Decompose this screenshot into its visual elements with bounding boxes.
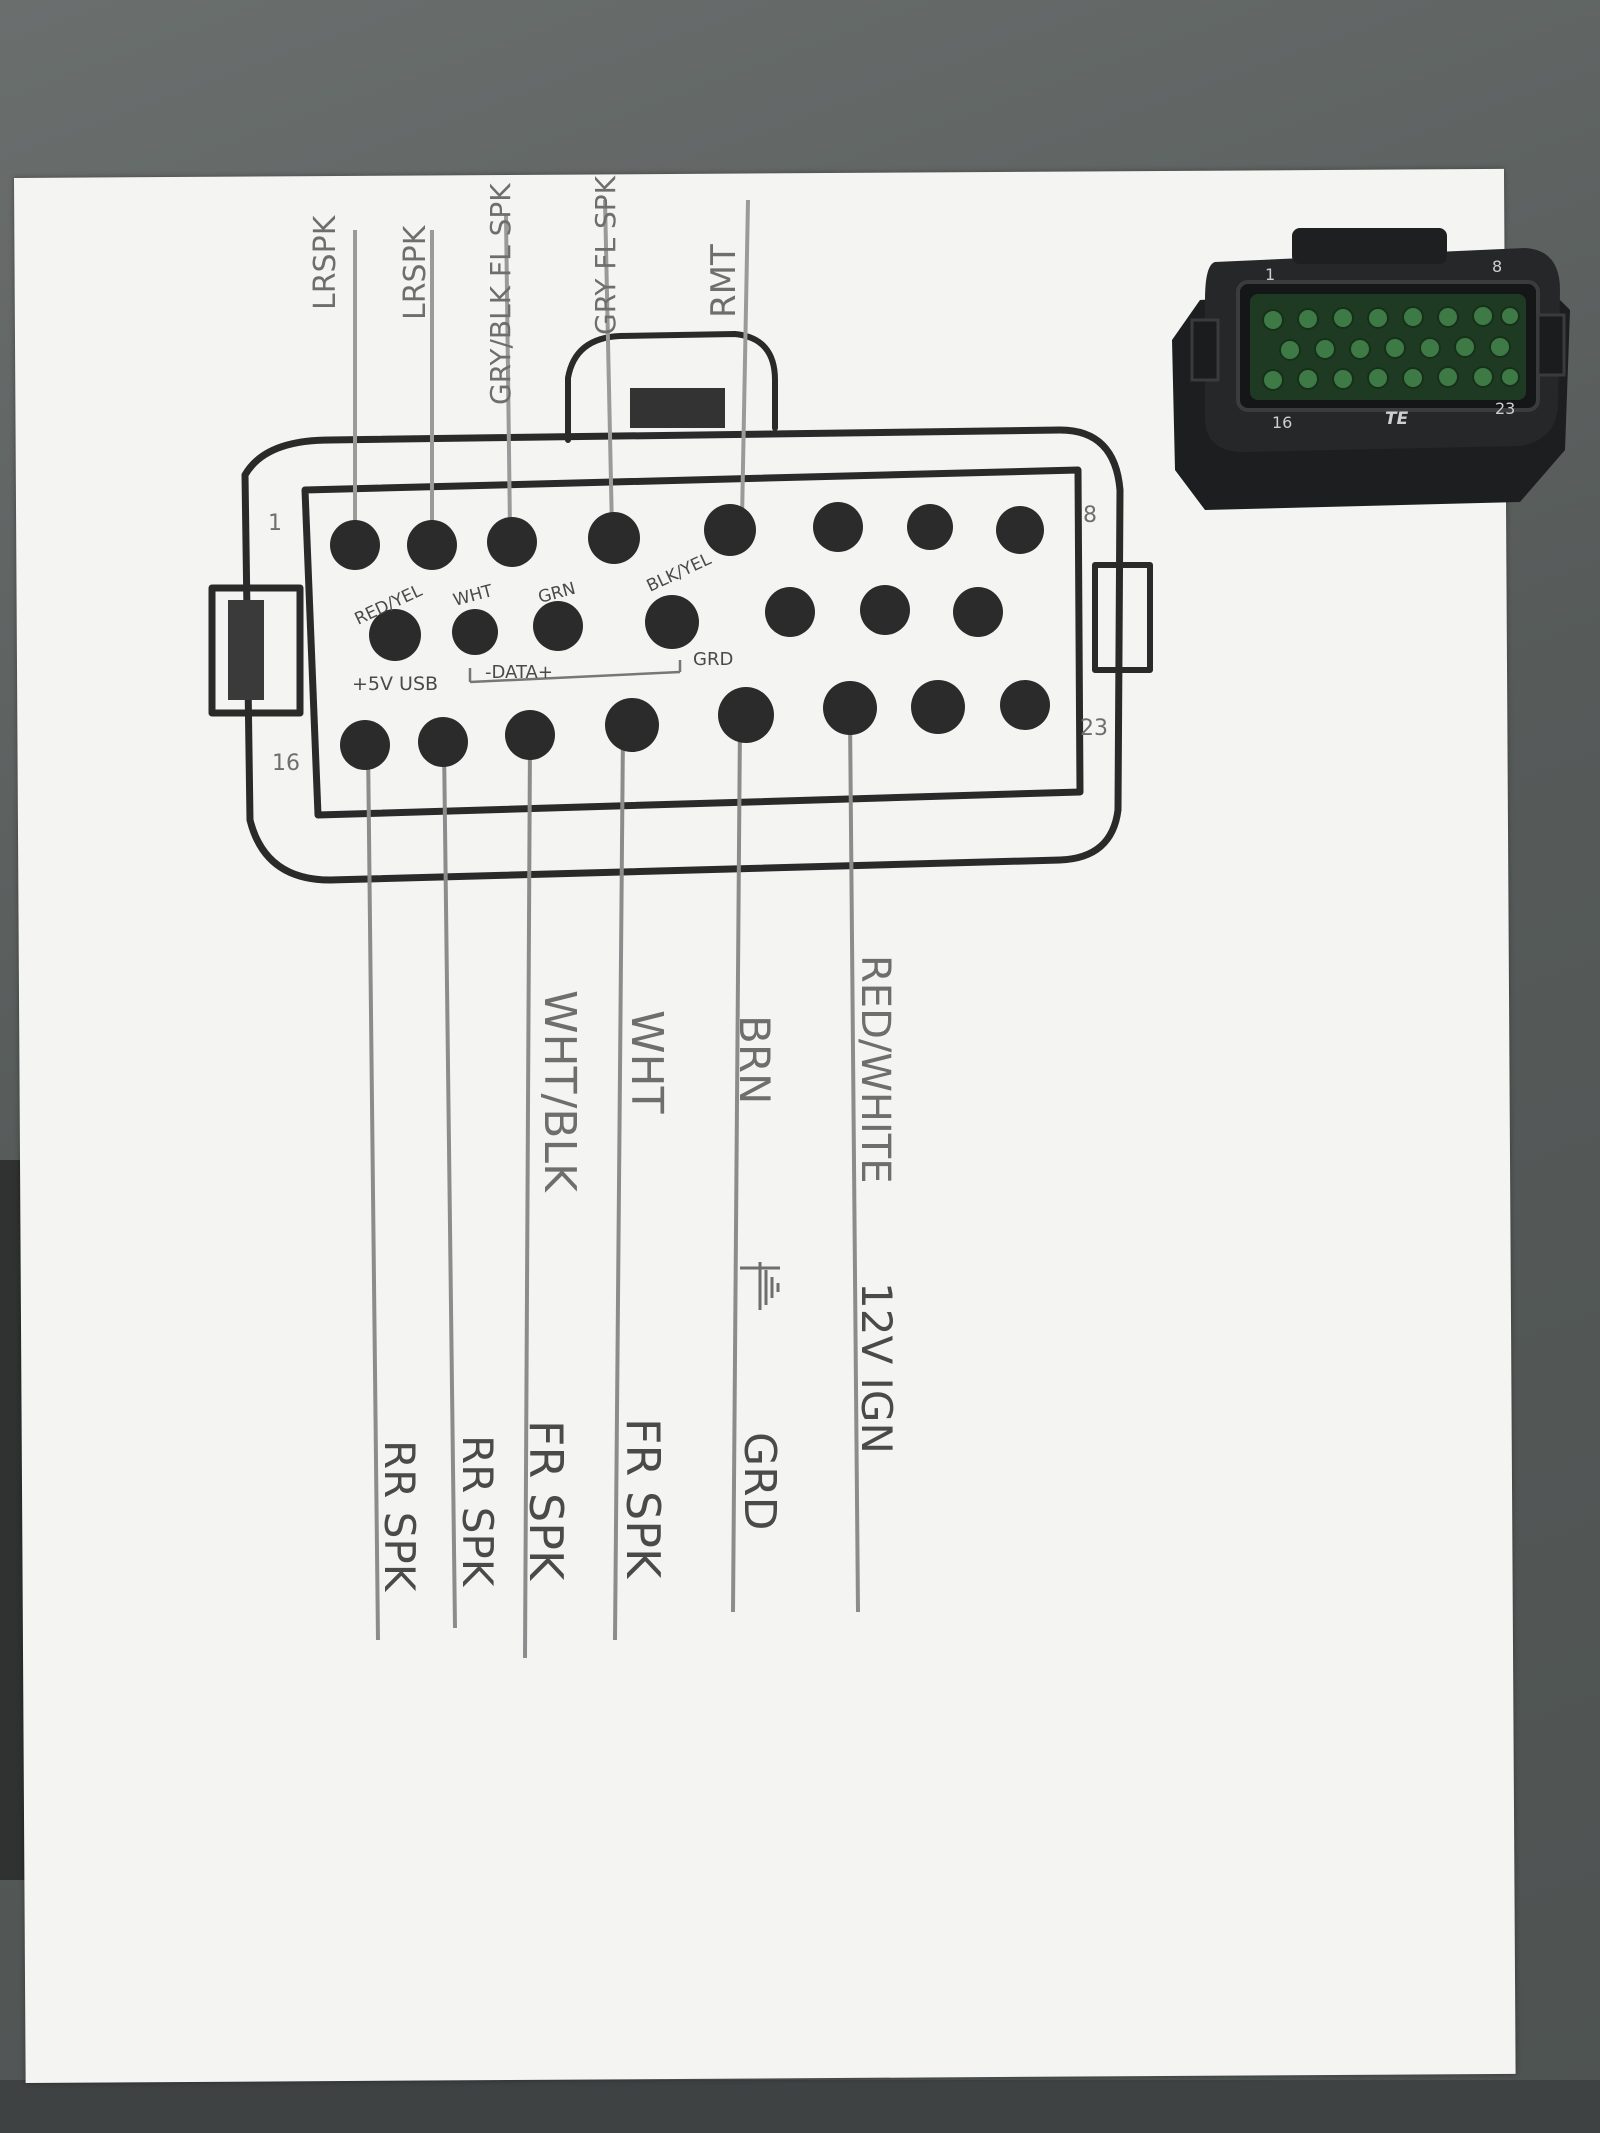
pin-row-3	[340, 680, 1050, 770]
connector-latch-top	[1292, 228, 1447, 264]
pin	[823, 681, 877, 735]
pin-hole	[1262, 309, 1284, 331]
bottom-wire-function: RR SPK	[453, 1435, 502, 1588]
connector-outer-shell	[241, 426, 1124, 884]
pin	[1000, 680, 1050, 730]
pin-number-1: 1	[268, 511, 282, 536]
pin	[860, 585, 910, 635]
pin-hole	[1437, 366, 1459, 388]
pin	[704, 504, 756, 556]
pin-hole	[1500, 306, 1520, 326]
pin-hole	[1262, 369, 1284, 391]
pin	[765, 587, 815, 637]
pin-hole	[1500, 367, 1520, 387]
bottom-wire-function: 12V IGN	[852, 1282, 901, 1454]
pin-hole	[1297, 308, 1319, 330]
connector-side-ear-right	[1536, 313, 1566, 377]
top-wire-label: RMT	[704, 244, 744, 318]
pin-hole	[1489, 336, 1511, 358]
left-ear	[208, 584, 304, 717]
pin	[418, 717, 468, 767]
top-wire-label: GRY FL SPK	[589, 175, 622, 335]
pin-hole	[1454, 336, 1476, 358]
pin-label-grd: GRD	[693, 649, 733, 670]
bottom-wire-function: FR SPK	[616, 1418, 670, 1580]
connector-pin-label-23: 23	[1495, 399, 1515, 418]
pin	[340, 720, 390, 770]
pin-hole	[1384, 337, 1406, 359]
pin	[907, 504, 953, 550]
pin	[330, 520, 380, 570]
pin	[407, 520, 457, 570]
bottom-wire-color: BRN	[730, 1015, 779, 1104]
pin-hole	[1367, 367, 1389, 389]
pin-hole	[1472, 305, 1494, 327]
pin	[452, 609, 498, 655]
pin-number-8: 8	[1083, 503, 1097, 528]
pin	[718, 687, 774, 743]
pin	[645, 595, 699, 649]
pin-label-wht: WHT	[451, 581, 495, 611]
connector-pin-label-8: 8	[1492, 257, 1502, 276]
left-ear-inner	[228, 600, 264, 700]
pin-hole	[1297, 368, 1319, 390]
connector-inner-face	[301, 466, 1084, 819]
pin	[953, 587, 1003, 637]
pin-hole	[1437, 306, 1459, 328]
pin	[487, 517, 537, 567]
pin	[588, 512, 640, 564]
pin-hole	[1402, 306, 1424, 328]
pin-hole	[1314, 338, 1336, 360]
pin-label-grn: GRN	[536, 579, 578, 608]
workbench-bottom-edge	[0, 2080, 1600, 2133]
pin	[996, 506, 1044, 554]
pin-number-16: 16	[272, 751, 300, 776]
bottom-wire-color: WHT	[621, 1010, 672, 1114]
pin	[505, 710, 555, 760]
top-wire-label: GRY/BLK FL SPK	[484, 183, 517, 405]
pin-hole	[1367, 307, 1389, 329]
pin-number-23: 23	[1080, 716, 1108, 741]
pin-hole	[1332, 307, 1354, 329]
usb-bracket	[468, 660, 682, 684]
top-wire-lines	[353, 199, 750, 531]
connector-pin-holes	[1262, 305, 1520, 391]
pin	[813, 502, 863, 552]
pin-hole	[1402, 367, 1424, 389]
connector-latch	[565, 331, 778, 443]
latch-tab	[630, 388, 725, 428]
bottom-wire-function: RR SPK	[375, 1440, 424, 1593]
connector-pin-label-1: 1	[1265, 265, 1275, 284]
pin-hole	[1349, 338, 1371, 360]
pin-row-1	[330, 502, 1044, 570]
pin-grid	[330, 502, 1050, 770]
connector-side-ear-left	[1190, 318, 1220, 382]
pin	[605, 698, 659, 752]
pin-row-2	[369, 585, 1003, 661]
pin	[533, 601, 583, 651]
connector-photo: 1 8 16 23 TE	[1172, 228, 1570, 510]
pin-hole	[1332, 368, 1354, 390]
usb-power-label: +5V USB	[352, 673, 438, 695]
bottom-wire-color: WHT/BLK	[534, 990, 585, 1193]
pin-hole	[1419, 337, 1441, 359]
bottom-wire-lines	[366, 714, 860, 1659]
connector-sketch	[208, 331, 1153, 884]
pin-hole	[1472, 366, 1494, 388]
connector-brand-logo: TE	[1385, 409, 1409, 429]
pin	[911, 680, 965, 734]
top-wire-label: LRSPK	[398, 224, 433, 320]
top-wire-label: LRSPK	[308, 214, 343, 310]
connector-pin-label-16: 16	[1272, 413, 1292, 432]
bottom-wire-color: RED/WHITE	[852, 955, 898, 1183]
pin-label-blk-yel: BLK/YEL	[644, 549, 715, 596]
pin	[369, 609, 421, 661]
usb-data-label: -DATA+	[485, 662, 553, 683]
ground-symbol	[740, 1262, 780, 1310]
right-ear	[1092, 562, 1153, 673]
bottom-wire-function: GRD	[734, 1432, 785, 1531]
bottom-wire-function: FR SPK	[519, 1420, 573, 1582]
pin-hole	[1279, 339, 1301, 361]
